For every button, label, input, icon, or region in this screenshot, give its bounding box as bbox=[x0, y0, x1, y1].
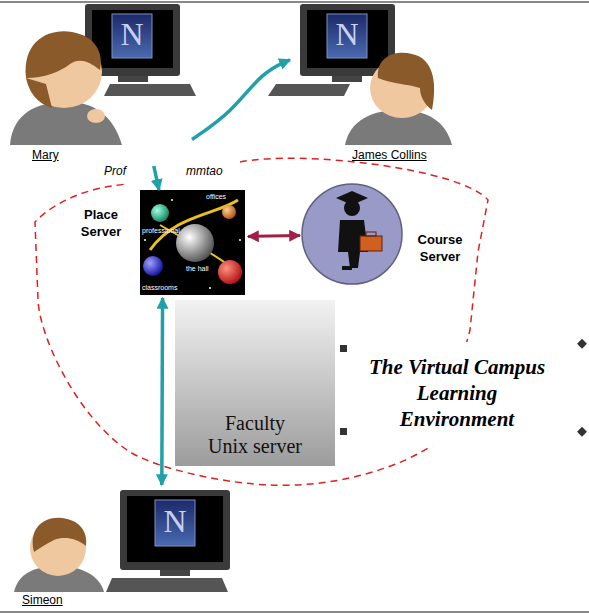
node-text: Simeon bbox=[22, 593, 63, 607]
place-name: the hall bbox=[186, 265, 209, 272]
unix-server-box: Faculty Unix server bbox=[175, 300, 335, 466]
james-person bbox=[345, 53, 452, 145]
user-computer: James Collins bbox=[290, 0, 460, 166]
mary-person bbox=[10, 31, 122, 145]
connector-arrow bbox=[248, 234, 300, 238]
course-server-picture bbox=[302, 184, 402, 284]
title-panel: The Virtual Campus Learning Environment bbox=[336, 342, 578, 446]
node-text: Place Server bbox=[70, 206, 132, 240]
top-rule bbox=[0, 1, 589, 3]
corner-dot bbox=[340, 345, 347, 352]
node-text: James Collins bbox=[352, 148, 427, 162]
user-login: Prof bbox=[104, 164, 126, 178]
simeon-computer bbox=[106, 490, 230, 592]
logo-letter: N bbox=[120, 16, 143, 53]
node-text: Faculty Unix server bbox=[204, 412, 306, 458]
node-text: Mary bbox=[32, 148, 59, 162]
connector-arrow bbox=[192, 60, 290, 140]
place-name: offices bbox=[206, 193, 226, 200]
node-text: Course Server bbox=[408, 231, 472, 265]
place-server: Place Server bbox=[70, 190, 248, 298]
node-text: The Virtual Campus Learning Environment bbox=[362, 354, 552, 432]
logo-letter: N bbox=[163, 503, 186, 540]
corner-dot bbox=[577, 339, 587, 349]
mary-computer bbox=[85, 4, 196, 96]
simeon-person bbox=[14, 518, 104, 592]
bottom-rule bbox=[0, 611, 589, 613]
corner-dot bbox=[340, 428, 347, 435]
user-computer: Mary bbox=[10, 0, 192, 166]
user-login: mmtao bbox=[186, 164, 223, 178]
logo-letter: N bbox=[335, 16, 358, 53]
connector-arrow bbox=[160, 298, 164, 485]
corner-dot bbox=[577, 427, 587, 437]
connector-arrow bbox=[154, 166, 159, 190]
user-computer: Simeon bbox=[10, 485, 240, 609]
course-server: Course Server bbox=[300, 183, 480, 288]
place-server-picture bbox=[140, 190, 245, 295]
place-name: professional bbox=[142, 227, 180, 234]
place-name: classrooms bbox=[142, 284, 177, 291]
